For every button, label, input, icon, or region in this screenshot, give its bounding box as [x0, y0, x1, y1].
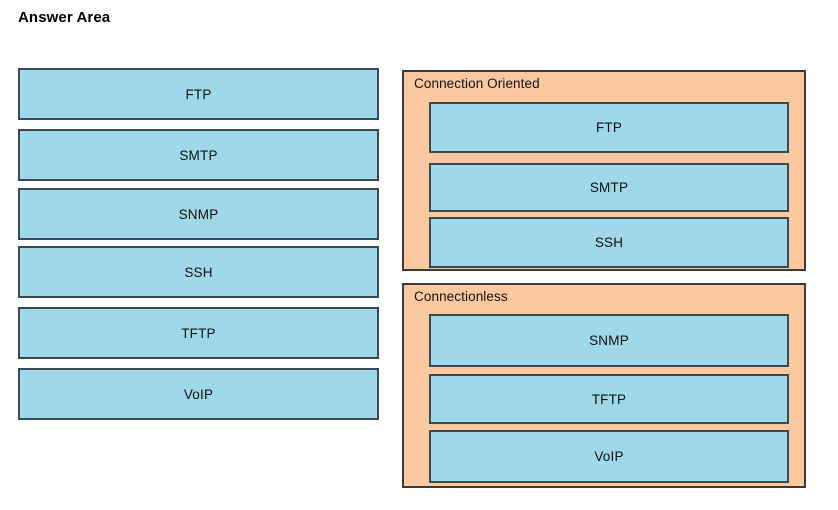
- source-tile-label: SNMP: [178, 206, 219, 222]
- drop-panel-connectionless[interactable]: Connectionless SNMP TFTP VoIP: [402, 283, 806, 488]
- dropped-tile-ftp[interactable]: FTP: [429, 102, 789, 153]
- source-protocol-list: FTP SMTP SNMP SSH TFTP VoIP: [0, 0, 398, 510]
- dropped-tile-tftp[interactable]: TFTP: [429, 374, 789, 424]
- dropped-tile-label: FTP: [595, 120, 623, 135]
- source-tile-ftp[interactable]: FTP: [18, 68, 379, 120]
- dropped-tile-label: SNMP: [589, 333, 629, 348]
- dropped-tile-ssh[interactable]: SSH: [429, 217, 789, 268]
- source-tile-ssh[interactable]: SSH: [18, 246, 379, 298]
- source-tile-snmp[interactable]: SNMP: [18, 188, 379, 240]
- source-tile-label: TFTP: [181, 325, 216, 341]
- source-tile-label: VoIP: [183, 386, 214, 402]
- drop-panel-title: Connection Oriented: [414, 76, 540, 91]
- dropped-tile-label: TFTP: [591, 391, 627, 407]
- dropped-tile-smtp[interactable]: SMTP: [429, 163, 789, 212]
- source-tile-label: SMTP: [179, 147, 218, 163]
- source-tile-voip[interactable]: VoIP: [18, 368, 379, 420]
- drop-panel-connection-oriented[interactable]: Connection Oriented FTP SMTP SSH: [402, 70, 806, 271]
- dropped-tile-snmp[interactable]: SNMP: [429, 314, 789, 367]
- dropped-tile-label: SSH: [594, 235, 624, 250]
- source-tile-label: FTP: [185, 86, 212, 102]
- source-tile-smtp[interactable]: SMTP: [18, 129, 379, 181]
- drop-panel-title: Connectionless: [414, 289, 508, 304]
- page-title: Answer Area: [18, 9, 111, 26]
- source-tile-tftp[interactable]: TFTP: [18, 307, 379, 359]
- dropped-tile-label: VoIP: [594, 449, 624, 464]
- source-tile-label: SSH: [184, 264, 213, 280]
- dropped-tile-label: SMTP: [589, 180, 629, 195]
- dropped-tile-voip[interactable]: VoIP: [429, 430, 789, 483]
